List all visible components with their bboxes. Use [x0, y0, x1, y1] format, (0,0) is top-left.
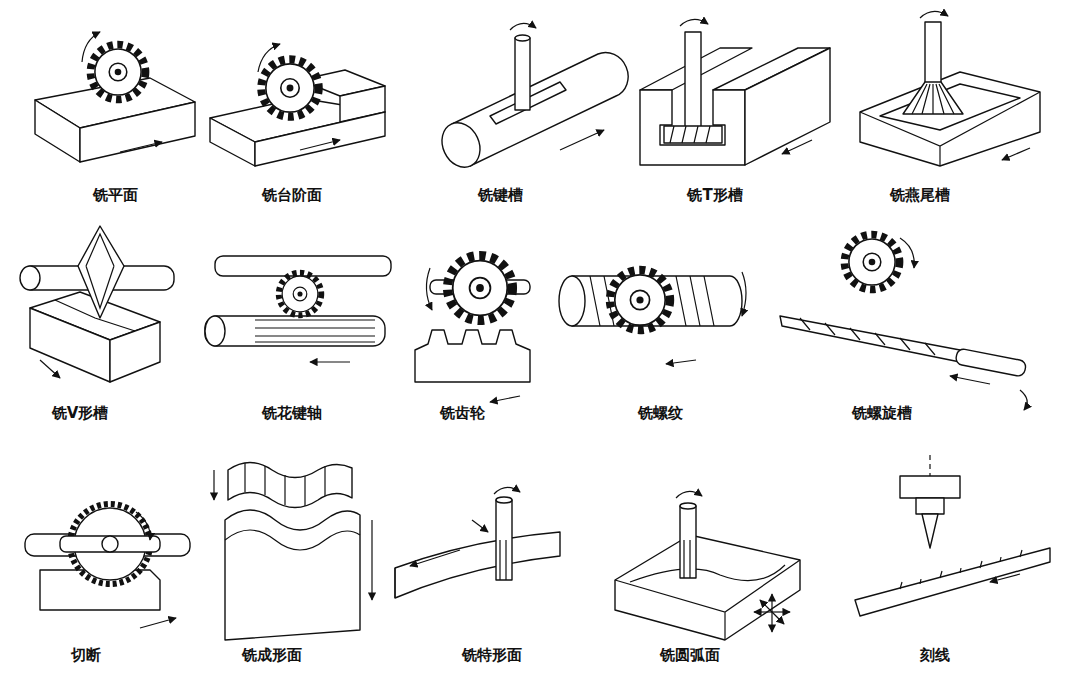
operation-caption: 刻线 — [918, 646, 952, 666]
operation-caption: 铣特形面 — [460, 646, 524, 666]
operation-caption: 铣键槽 — [476, 186, 525, 206]
operation-caption: 铣T形槽 — [685, 186, 744, 206]
operation-caption: 铣成形面 — [240, 646, 304, 666]
operation-caption: 铣燕尾槽 — [888, 186, 952, 206]
operation-caption: 切断 — [69, 646, 103, 666]
operation-caption: 铣螺纹 — [636, 404, 685, 424]
operation-caption: 铣螺旋槽 — [850, 404, 914, 424]
operation-caption: 铣平面 — [91, 186, 140, 206]
operation-caption: 铣齿轮 — [438, 404, 487, 424]
operation-caption: 铣圆弧面 — [658, 646, 722, 666]
operation-caption: 铣台阶面 — [260, 186, 324, 206]
operation-caption: 铣V形槽 — [50, 404, 111, 424]
operation-caption: 铣花键轴 — [260, 404, 324, 424]
